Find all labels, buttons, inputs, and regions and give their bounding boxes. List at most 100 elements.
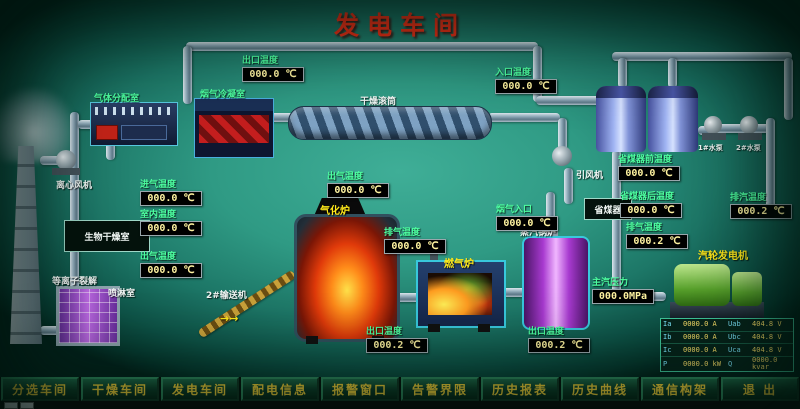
- smoke-plume: [0, 88, 74, 162]
- pipe: [533, 46, 542, 102]
- taskbar-chip: [20, 402, 34, 409]
- readout-value: 000.0 ℃: [618, 166, 680, 181]
- induced-draft-fan-icon: [552, 146, 572, 166]
- pump-1-base: [702, 133, 726, 140]
- chimney: [10, 146, 42, 344]
- nav-alarm-limits[interactable]: 告警界限: [401, 377, 479, 401]
- readout-fluegas-inlet: 烟气入口 000.0 ℃: [496, 202, 558, 231]
- gen-value: 0000.0 A: [683, 345, 717, 354]
- readout-value: 000.2 ℃: [626, 234, 688, 249]
- readout-label: 排气温度: [626, 223, 663, 233]
- pipe: [612, 52, 792, 61]
- readout-label: 出口温度: [242, 56, 279, 66]
- pump-2-icon: [740, 116, 758, 134]
- pipe: [183, 46, 192, 104]
- readout-value: 000.2 ℃: [730, 204, 792, 219]
- readout-label: 排气温度: [384, 228, 421, 238]
- pipe: [388, 293, 420, 302]
- gas-furnace-flame-window: [428, 273, 492, 315]
- centrifugal-fan-base: [52, 168, 80, 175]
- nav-power-workshop[interactable]: 发电车间: [161, 377, 239, 401]
- gen-label: Uca: [728, 345, 741, 354]
- readout-boiler-outlet: 出口温度 000.2 ℃: [528, 324, 590, 353]
- pipe: [784, 58, 793, 120]
- nav-history-report[interactable]: 历史报表: [481, 377, 559, 401]
- gen-value: 0000.0 A: [683, 320, 717, 329]
- nav-history-curve[interactable]: 历史曲线: [561, 377, 639, 401]
- tank-cap: [648, 86, 698, 98]
- readout-label: 省煤器前温度: [618, 155, 673, 165]
- water-tank-2: [648, 86, 698, 152]
- pipe: [488, 113, 560, 122]
- gas-distribution-label: 气体分配室: [94, 94, 140, 104]
- pipe: [564, 168, 573, 204]
- readout-exhaust-center: 排气温度 000.0 ℃: [384, 225, 446, 254]
- nav-comm-framework[interactable]: 通信构架: [641, 377, 719, 401]
- gasifier-leg: [306, 336, 318, 344]
- chimney-bands: [10, 146, 42, 344]
- gasifier-vessel: [294, 214, 400, 342]
- readout-label: 出口温度: [528, 327, 565, 337]
- spray-room-grid: [59, 289, 117, 343]
- bio-drying-room: 生物干燥室: [64, 220, 150, 252]
- nav-distribution-info[interactable]: 配电信息: [241, 377, 319, 401]
- tank-cap: [596, 86, 646, 98]
- gen-label: Ia: [663, 320, 672, 329]
- readout-econ-exhaust: 排气温度 000.2 ℃: [626, 220, 688, 249]
- nav-alarm-window[interactable]: 报警窗口: [321, 377, 399, 401]
- gas-furnace-label: 燃气炉: [444, 259, 474, 270]
- steam-boiler-vessel: [522, 236, 590, 330]
- pipe: [78, 120, 94, 129]
- readout-label: 出口温度: [366, 327, 403, 337]
- pipe: [268, 113, 294, 122]
- nav-sorting-workshop[interactable]: 分选车间: [1, 377, 79, 401]
- condenser-unit: [194, 98, 274, 158]
- readout-outlet-top: 出口温度 000.0 ℃: [242, 53, 304, 82]
- gas-furnace-stack: [430, 250, 438, 262]
- gasifier-label: 气化炉: [320, 206, 350, 217]
- gen-value: 0000.0 A: [683, 333, 717, 341]
- pipe: [618, 58, 627, 88]
- nav-drying-workshop[interactable]: 干燥车间: [81, 377, 159, 401]
- pipe: [546, 192, 555, 238]
- pipe: [186, 42, 538, 51]
- gen-label: P: [663, 359, 668, 368]
- readout-outgas-left: 出气温度 000.0 ℃: [140, 249, 202, 278]
- nav-exit[interactable]: 退 出: [721, 377, 799, 401]
- readout-turbine-exhaust: 排汽温度 000.2 ℃: [730, 190, 792, 219]
- economizer-label: 省煤器: [594, 205, 622, 216]
- pump-2-label: 2#水泵: [736, 144, 761, 152]
- generator-body: [732, 272, 762, 306]
- generator-row: Ia 0000.0 A Uab 404.8 V: [661, 319, 793, 332]
- readout-value: 000.0 ℃: [140, 221, 202, 236]
- readout-value: 000.0 ℃: [620, 203, 682, 218]
- gas-distribution-red-unit: [96, 125, 118, 140]
- pipe: [668, 58, 677, 88]
- gen-label: Q: [728, 359, 733, 368]
- conveyor-arrows: →→: [220, 312, 239, 325]
- pump-1-label: 1#水泵: [698, 144, 723, 152]
- readout-value: 000.0 ℃: [384, 239, 446, 254]
- readout-gasfurnace-outlet: 出口温度 000.2 ℃: [366, 324, 428, 353]
- pump-1-icon: [704, 116, 722, 134]
- readout-label: 进气温度: [140, 180, 177, 190]
- condenser-label: 烟气冷凝室: [200, 90, 246, 100]
- spray-room-building: [56, 286, 120, 346]
- pipe: [500, 288, 526, 297]
- taskbar: [0, 401, 800, 409]
- readout-value: 000.0MPa: [592, 289, 654, 304]
- condenser-top-band: [195, 99, 273, 111]
- turbine-body: [674, 264, 730, 306]
- gas-distribution-unit: [90, 102, 178, 146]
- spray-room-label: 喷淋室: [108, 289, 136, 299]
- gen-label: Ubc: [728, 333, 741, 341]
- centrifugal-fan-label: 离心风机: [56, 181, 93, 191]
- pipe: [766, 118, 775, 214]
- gas-distribution-slots: [95, 107, 173, 115]
- readout-label: 出气温度: [327, 172, 364, 182]
- gen-value: 404.8 V: [752, 345, 782, 354]
- readout-intake-left: 进气温度 000.0 ℃: [140, 177, 202, 206]
- gas-furnace-leg: [428, 324, 440, 332]
- steam-boiler-label: 蒸汽锅炉: [520, 228, 557, 238]
